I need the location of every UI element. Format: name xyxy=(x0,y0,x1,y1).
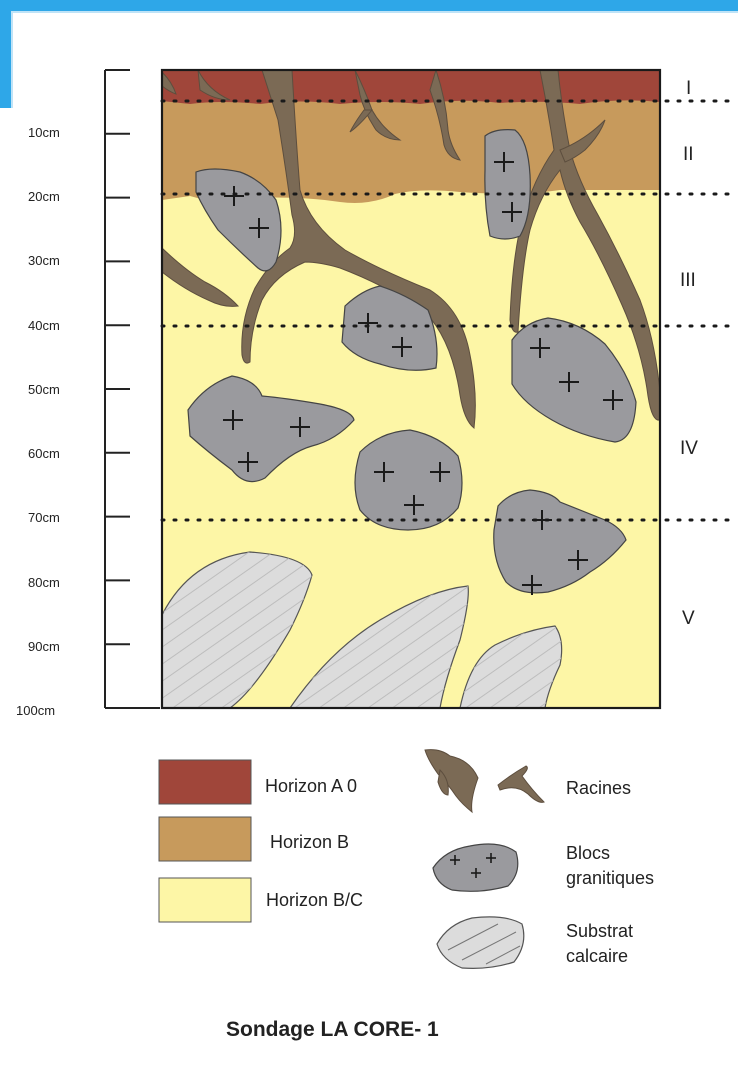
legend-swatch-horizon-bc xyxy=(159,878,251,922)
horizon-II-label: II xyxy=(683,144,694,165)
legend-label-horizon-a0: Horizon A 0 xyxy=(265,776,357,796)
horizon-V-label: V xyxy=(682,608,695,629)
depth-label-90: 90cm xyxy=(28,639,60,654)
horizon-numerals: I II III IV V xyxy=(680,78,698,629)
legend-limestone-icon xyxy=(437,917,524,969)
legend-label-horizon-b: Horizon B xyxy=(270,832,349,852)
diagram-title: Sondage LA CORE- 1 xyxy=(226,1018,439,1041)
legend-swatch-horizon-b xyxy=(159,817,251,861)
depth-label-30: 30cm xyxy=(28,253,60,268)
depth-label-70: 70cm xyxy=(28,510,60,525)
legend-label-blocs-line1: Blocs xyxy=(566,843,610,863)
depth-scale: 10cm 20cm 30cm 40cm 50cm 60cm 70cm 80cm … xyxy=(16,70,160,718)
depth-label-60: 60cm xyxy=(28,446,60,461)
depth-label-10: 10cm xyxy=(28,125,60,140)
depth-label-50: 50cm xyxy=(28,382,60,397)
depth-label-100: 100cm xyxy=(16,703,55,718)
granite-block-2 xyxy=(485,130,530,239)
horizon-III-label: III xyxy=(680,270,696,291)
legend: Horizon A 0 Horizon B Horizon B/C Racine… xyxy=(159,750,654,969)
granite-block-6 xyxy=(355,430,462,530)
horizon-IV-label: IV xyxy=(680,438,698,459)
horizon-a0-layer xyxy=(162,70,660,104)
depth-label-40: 40cm xyxy=(28,318,60,333)
legend-label-substrat-line1: Substrat xyxy=(566,921,633,941)
legend-label-racines: Racines xyxy=(566,778,631,798)
horizon-I-label: I xyxy=(686,78,691,99)
legend-swatch-horizon-a0 xyxy=(159,760,251,804)
soil-profile xyxy=(162,70,660,708)
legend-label-blocs-line2: granitiques xyxy=(566,868,654,888)
depth-label-20: 20cm xyxy=(28,189,60,204)
depth-label-80: 80cm xyxy=(28,575,60,590)
legend-label-horizon-bc: Horizon B/C xyxy=(266,890,363,910)
legend-root-icon xyxy=(425,750,544,812)
legend-granite-icon xyxy=(433,844,518,891)
legend-label-substrat-line2: calcaire xyxy=(566,946,628,966)
